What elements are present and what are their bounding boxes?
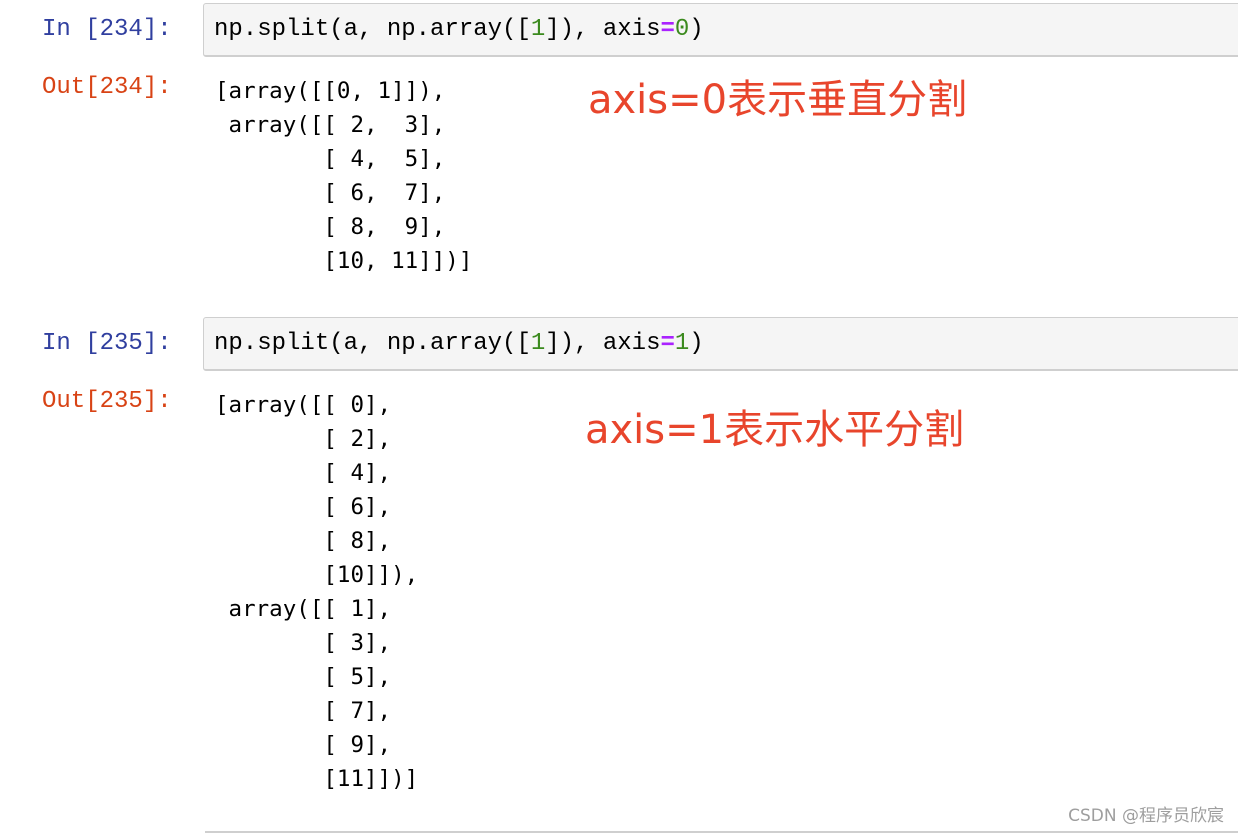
operator: = [660, 16, 675, 43]
code-segment: ) [689, 330, 704, 357]
code-segment: np.split(a, np.array([ [214, 330, 531, 357]
watermark: CSDN @程序员欣宸 [1068, 806, 1224, 826]
code-segment: ) [689, 16, 704, 43]
out-prompt: Out[235]: [42, 388, 172, 415]
annotation-horizontal-split: axis=1表示水平分割 [585, 407, 965, 453]
cell-divider [205, 831, 1238, 833]
cell-output: [array([[0, 1]]), array([[ 2, 3], [ 4, 5… [215, 78, 473, 274]
code-segment: np.split(a, np.array([ [214, 16, 531, 43]
code-input-cell-234[interactable]: np.split(a, np.array([1]), axis=0) [203, 3, 1238, 57]
in-prompt: In [235]: [42, 330, 172, 357]
number-literal: 1 [674, 330, 690, 357]
code-input-cell-235[interactable]: np.split(a, np.array([1]), axis=1) [203, 317, 1238, 371]
code-segment: ]), axis [545, 330, 661, 357]
number-literal: 1 [530, 330, 546, 357]
number-literal: 0 [674, 16, 690, 43]
out-prompt: Out[234]: [42, 74, 172, 101]
in-prompt: In [234]: [42, 16, 172, 43]
number-literal: 1 [530, 16, 546, 43]
annotation-vertical-split: axis=0表示垂直分割 [588, 77, 968, 123]
cell-output: [array([[ 0], [ 2], [ 4], [ 6], [ 8], [1… [215, 392, 419, 792]
code-segment: ]), axis [545, 16, 661, 43]
code-text[interactable]: np.split(a, np.array([1]), axis=1) [214, 327, 704, 361]
operator: = [660, 330, 675, 357]
code-text[interactable]: np.split(a, np.array([1]), axis=0) [214, 13, 704, 47]
